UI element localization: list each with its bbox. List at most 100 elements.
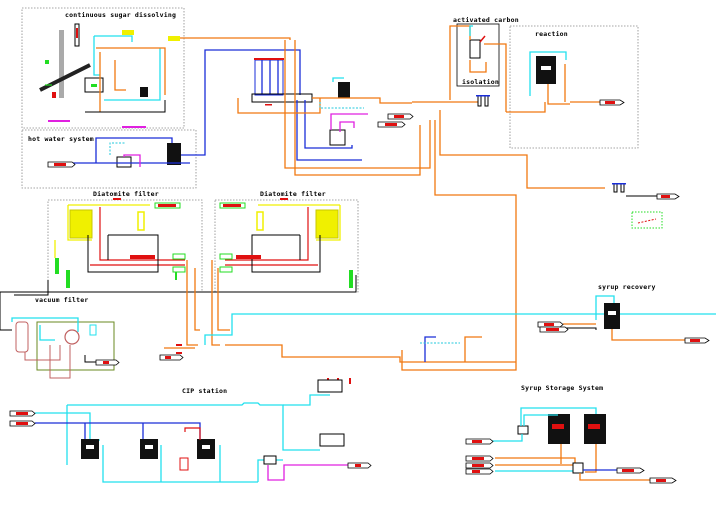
- hopper-level: [76, 28, 78, 38]
- vacuum-brown-loop: [49, 345, 71, 379]
- heat-exchanger-central: [338, 82, 350, 98]
- cip-return-1: [102, 445, 258, 483]
- storage-tag-4-fill: [472, 470, 480, 473]
- cip-tank-a: [317, 379, 343, 393]
- polish-out-tag-fill: [661, 195, 670, 198]
- section-reaction: reaction: [509, 25, 639, 149]
- polish-trap-marker: [612, 183, 626, 185]
- storage-out-orange: [579, 473, 650, 481]
- vacuum-water-line: [11, 317, 79, 332]
- storage-cip-box: [517, 425, 529, 435]
- section-diatomite-left: Diatomite filter: [47, 190, 203, 293]
- carbon-trap-2: [484, 95, 489, 107]
- syrup-storage-equipment: [465, 407, 677, 484]
- marker-3: [349, 378, 351, 384]
- carbon-feed: [479, 35, 486, 43]
- filter-hot-water-return: [304, 100, 353, 149]
- diatomite-left-gauge-2: [55, 258, 59, 274]
- sugar-feed-tag: [122, 30, 134, 35]
- cip-tank-3-window: [202, 445, 210, 449]
- reaction-outlet: [547, 84, 570, 105]
- diatomite-left-tag-fill: [158, 204, 176, 207]
- filter-frame-line: [0, 275, 357, 293]
- recovery-water: [595, 295, 615, 320]
- dissolving-syrup-line: [96, 47, 166, 95]
- crossover-4: [217, 268, 230, 331]
- carbon-reaction-equipment: [401, 25, 680, 371]
- vacuum-out-tag-fill: [103, 361, 109, 364]
- vacuum-feed-inner: [14, 280, 49, 296]
- recovery-in-tag-1-fill: [544, 323, 554, 326]
- cip-water-inlet-tag-fill: [16, 412, 28, 415]
- dissolving-tank-indicator: [91, 84, 97, 87]
- sample-point-line: [637, 218, 657, 224]
- section-syrup-recovery: syrup recovery: [598, 283, 655, 291]
- diatomite-left-precoat: [67, 205, 92, 241]
- dissolved-syrup-out: [180, 37, 291, 40]
- vacuum-filter-boundary: [36, 321, 115, 371]
- cip-heater: [179, 457, 189, 471]
- filter-skid-tag: [265, 104, 272, 106]
- recovery-out-tag-fill: [690, 339, 700, 342]
- isolation-label: isolation: [462, 78, 499, 86]
- conveyor-column: [59, 30, 64, 98]
- diatomite-left-title-mark: [113, 198, 121, 200]
- cip-station-title: CIP station: [182, 387, 227, 395]
- reaction-tank-window: [541, 66, 551, 70]
- syrup-storage-title: Syrup Storage System: [521, 384, 603, 392]
- sugar-dissolving-boundary: [21, 7, 185, 129]
- cip-steam-line: [184, 427, 201, 440]
- recovery-outlet: [611, 329, 690, 341]
- recovery-in-tag-2-fill: [546, 328, 559, 331]
- crossover-in-tag-fill: [165, 356, 171, 359]
- sugar-outlet-tag: [168, 36, 180, 41]
- reaction-water-loop: [529, 51, 567, 96]
- cip-tank-2-window: [145, 445, 153, 449]
- storage-cip-inlet: [490, 434, 523, 442]
- control-panel: [140, 87, 148, 97]
- diatomite-left-gauge: [66, 270, 70, 288]
- steam-line: [123, 154, 141, 167]
- level-sensor: [45, 60, 49, 64]
- plate-heat-exchanger: [167, 143, 181, 165]
- central-tag-1-fill: [394, 115, 404, 118]
- sugar-dissolving-equipment: [39, 23, 291, 128]
- vacuum-feed-left: [0, 292, 12, 331]
- bag-filter-alarm-bar: [254, 58, 284, 60]
- diatomite-right-pump-bar: [236, 255, 261, 259]
- dissolving-marker-left: [48, 120, 70, 122]
- diatomite-right-title-mark: [280, 198, 288, 200]
- storage-cip-inner: [523, 414, 558, 426]
- vacuum-discharge: [84, 355, 100, 363]
- carbon-outlet: [484, 43, 507, 112]
- reaction-out-tag-fill: [605, 101, 615, 104]
- cip-pump-skid: [263, 455, 277, 465]
- diatomite-right-vessel: [315, 209, 339, 239]
- diatomite-left-pump-bar: [130, 255, 155, 259]
- section-activated-carbon: activated carbon isolation: [453, 16, 519, 87]
- cooling-tank: [329, 129, 346, 146]
- activated-carbon-title: activated carbon: [453, 16, 519, 24]
- diatomite-filter-left-equipment: [54, 202, 186, 288]
- filter-crossover-piping: [0, 260, 716, 384]
- sugar-inlet-alarm: [52, 92, 56, 98]
- carbon-inlet: [449, 25, 471, 100]
- central-tag-2-fill: [385, 123, 397, 126]
- storage-manifold: [572, 462, 584, 474]
- dissolving-water-line-top: [94, 35, 133, 42]
- reaction-boundary: [509, 25, 639, 149]
- cip-to-tank-b: [282, 415, 320, 451]
- cip-steam-main: [267, 464, 360, 481]
- diatomite-left-out-tag-1: [172, 253, 186, 260]
- dissolving-return-line: [104, 48, 161, 101]
- syrup-recovery-equipment: [537, 295, 710, 344]
- sugar-dissolving-title: continuous sugar dissolving: [65, 11, 176, 19]
- central-filter-bank: [237, 40, 431, 176]
- central-syrup-1: [284, 40, 431, 169]
- storage-tag-1-fill: [472, 440, 482, 443]
- hot-water-loop: [95, 137, 173, 163]
- sample-point-box: [631, 211, 663, 229]
- diatomite-left-vessel: [69, 209, 93, 239]
- cip-tank-b: [319, 433, 345, 447]
